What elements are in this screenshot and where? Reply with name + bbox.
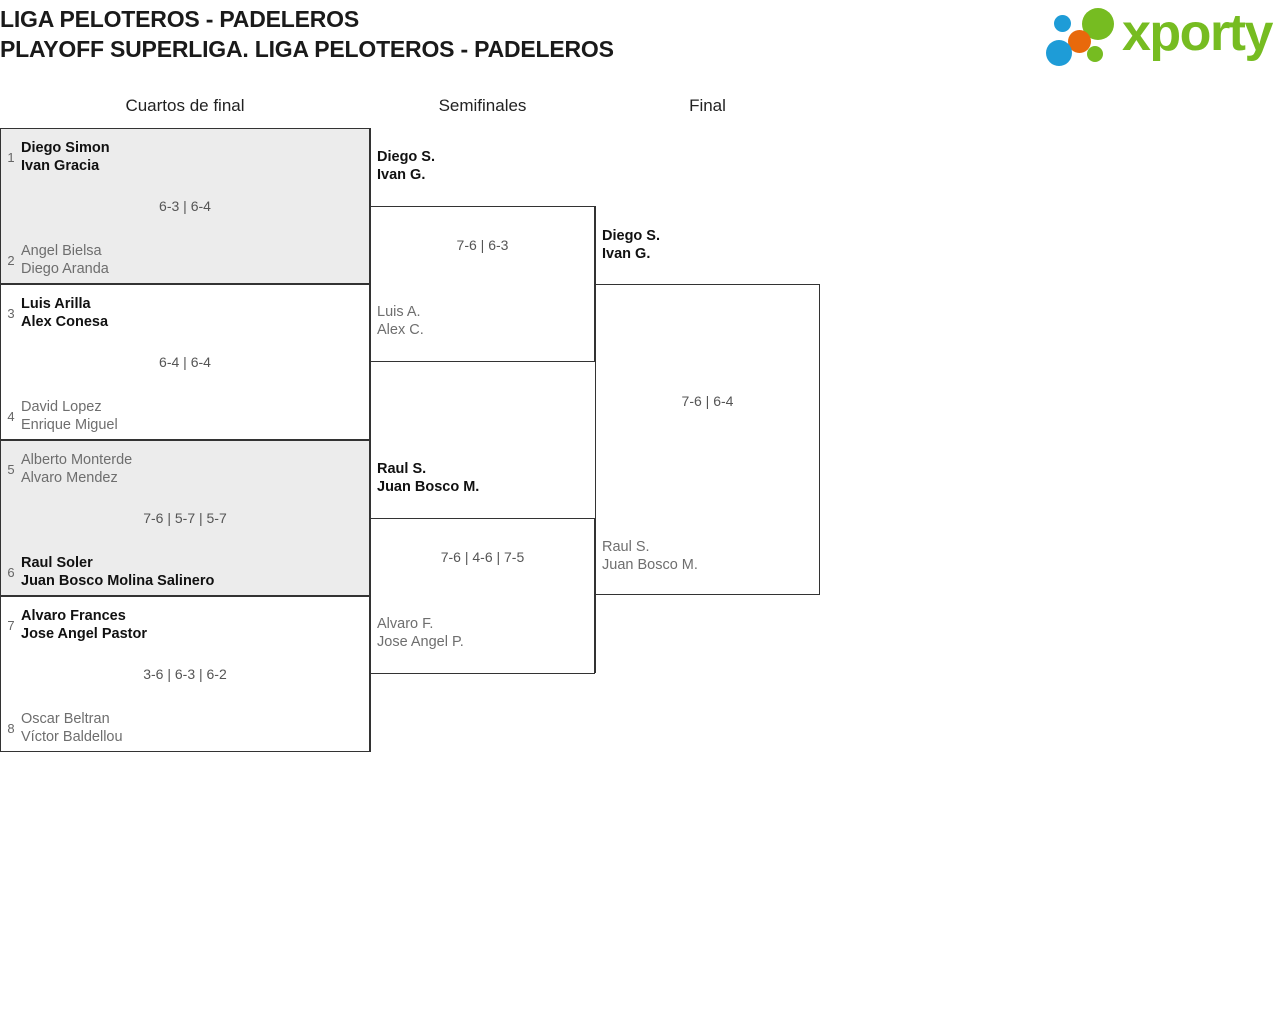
connector-rail: [595, 206, 596, 284]
team-names: Luis A. Alex C.: [370, 303, 424, 339]
team-names: Diego S. Ivan G.: [595, 227, 660, 263]
player-name: Jose Angel P.: [377, 634, 464, 650]
player-name: Alvaro F.: [377, 616, 434, 632]
player-name: Diego S.: [377, 149, 436, 165]
logo-dot-green-small: [1087, 46, 1103, 62]
team-entry[interactable]: Raul S. Juan Bosco M.: [370, 460, 595, 496]
logo-wordmark: xporty: [1122, 4, 1273, 62]
player-name: Luis A.: [377, 304, 421, 320]
team-entry[interactable]: Raul S. Juan Bosco M.: [595, 538, 820, 574]
player-name: Ivan Gracia: [21, 158, 100, 174]
player-name: Alberto Monterde: [21, 452, 133, 468]
team-entry[interactable]: Diego S. Ivan G.: [370, 148, 595, 184]
team-names: Diego S. Ivan G.: [370, 148, 435, 184]
match-score: 7-6 | 6-3: [456, 237, 509, 253]
player-name: Enrique Miguel: [21, 417, 118, 433]
seed-number: 5: [7, 461, 15, 477]
player-name: Raul S.: [602, 539, 650, 555]
match-box[interactable]: 7 Alvaro Frances Jose Angel Pastor 8 Osc…: [0, 596, 370, 752]
match-box[interactable]: [370, 518, 595, 674]
team-names: Oscar Beltran Víctor Baldellou: [21, 710, 123, 746]
team-entry[interactable]: 4 David Lopez Enrique Miguel: [1, 398, 371, 434]
match-box[interactable]: [595, 284, 820, 595]
match-box[interactable]: 5 Alberto Monterde Alvaro Mendez 6 Raul …: [0, 440, 370, 596]
player-name: Juan Bosco M.: [602, 557, 698, 573]
page-title: LIGA PELOTEROS - PADELEROS PLAYOFF SUPER…: [0, 4, 900, 64]
player-name: Ivan G.: [377, 167, 426, 183]
team-names: Alvaro F. Jose Angel P.: [370, 615, 464, 651]
seed-number: 1: [7, 149, 15, 165]
team-names: Raul Soler Juan Bosco Molina Salinero: [21, 554, 214, 590]
team-entry[interactable]: Luis A. Alex C.: [370, 303, 595, 339]
team-entry[interactable]: 7 Alvaro Frances Jose Angel Pastor: [1, 607, 371, 643]
xporty-logo[interactable]: xporty: [1046, 4, 1274, 66]
team-names: Luis Arilla Alex Conesa: [21, 295, 108, 331]
match-box[interactable]: 3 Luis Arilla Alex Conesa 4 David Lopez …: [0, 284, 370, 440]
logo-dot-orange: [1068, 30, 1091, 53]
player-name: Luis Arilla: [21, 296, 91, 312]
seed-number: 8: [7, 720, 15, 736]
tournament-bracket: 1 Diego Simon Ivan Gracia 2 Angel Bielsa…: [0, 128, 820, 752]
player-name: Alvaro Mendez: [21, 470, 118, 486]
team-entry[interactable]: Diego S. Ivan G.: [595, 227, 820, 263]
title-line-primary: LIGA PELOTEROS - PADELEROS: [0, 6, 359, 32]
player-name: Alvaro Frances: [21, 608, 126, 624]
connector-rail: [370, 362, 371, 518]
player-name: Jose Angel Pastor: [21, 626, 147, 642]
match-score: 6-4 | 6-4: [159, 354, 211, 370]
team-names: David Lopez Enrique Miguel: [21, 398, 118, 434]
team-names: Alvaro Frances Jose Angel Pastor: [21, 607, 147, 643]
seed-number: 7: [7, 617, 15, 633]
player-name: Angel Bielsa: [21, 243, 102, 259]
player-name: Víctor Baldellou: [21, 729, 123, 745]
team-entry[interactable]: 8 Oscar Beltran Víctor Baldellou: [1, 710, 371, 746]
match-score: 7-6 | 5-7 | 5-7: [143, 510, 227, 526]
team-names: Alberto Monterde Alvaro Mendez: [21, 451, 132, 487]
team-entry[interactable]: 3 Luis Arilla Alex Conesa: [1, 295, 371, 331]
player-name: Oscar Beltran: [21, 711, 110, 727]
connector-rail: [370, 128, 371, 206]
connector-rail: [595, 595, 596, 673]
team-names: Angel Bielsa Diego Aranda: [21, 242, 109, 278]
team-names: Diego Simon Ivan Gracia: [21, 139, 110, 175]
match-score: 6-3 | 6-4: [159, 198, 211, 214]
round-header-semifinals: Semifinales: [438, 96, 527, 115]
connector-rail: [370, 674, 371, 752]
player-name: Juan Bosco Molina Salinero: [21, 573, 215, 589]
team-names: Raul S. Juan Bosco M.: [595, 538, 698, 574]
match-box[interactable]: 1 Diego Simon Ivan Gracia 2 Angel Bielsa…: [0, 128, 370, 284]
logo-dot-blue-large: [1046, 40, 1072, 66]
player-name: Alex C.: [377, 322, 424, 338]
team-entry[interactable]: Alvaro F. Jose Angel P.: [370, 615, 595, 651]
match-box[interactable]: [370, 206, 595, 362]
player-name: David Lopez: [21, 399, 102, 415]
player-name: Raul S.: [377, 461, 427, 477]
seed-number: 2: [7, 252, 15, 268]
title-line-secondary: PLAYOFF SUPERLIGA. LIGA PELOTEROS - PADE…: [0, 36, 614, 62]
seed-number: 4: [7, 408, 15, 424]
match-score: 7-6 | 4-6 | 7-5: [440, 549, 525, 565]
round-header-final: Final: [689, 96, 726, 115]
round-header-quarterfinals: Cuartos de final: [125, 96, 245, 115]
team-entry[interactable]: 5 Alberto Monterde Alvaro Mendez: [1, 451, 371, 487]
logo-dot-blue-small: [1054, 15, 1071, 32]
player-name: Diego Aranda: [21, 261, 109, 277]
match-score: 7-6 | 6-4: [681, 393, 734, 409]
seed-number: 6: [7, 564, 15, 580]
player-name: Ivan G.: [602, 246, 651, 262]
team-entry[interactable]: 6 Raul Soler Juan Bosco Molina Salinero: [1, 554, 371, 590]
player-name: Juan Bosco M.: [377, 479, 480, 495]
seed-number: 3: [7, 305, 15, 321]
player-name: Diego Simon: [21, 140, 110, 156]
team-entry[interactable]: 2 Angel Bielsa Diego Aranda: [1, 242, 371, 278]
player-name: Alex Conesa: [21, 314, 109, 330]
team-names: Raul S. Juan Bosco M.: [370, 460, 479, 496]
match-score: 3-6 | 6-3 | 6-2: [143, 666, 227, 682]
player-name: Raul Soler: [21, 555, 93, 571]
team-entry[interactable]: 1 Diego Simon Ivan Gracia: [1, 139, 371, 175]
player-name: Diego S.: [602, 228, 661, 244]
